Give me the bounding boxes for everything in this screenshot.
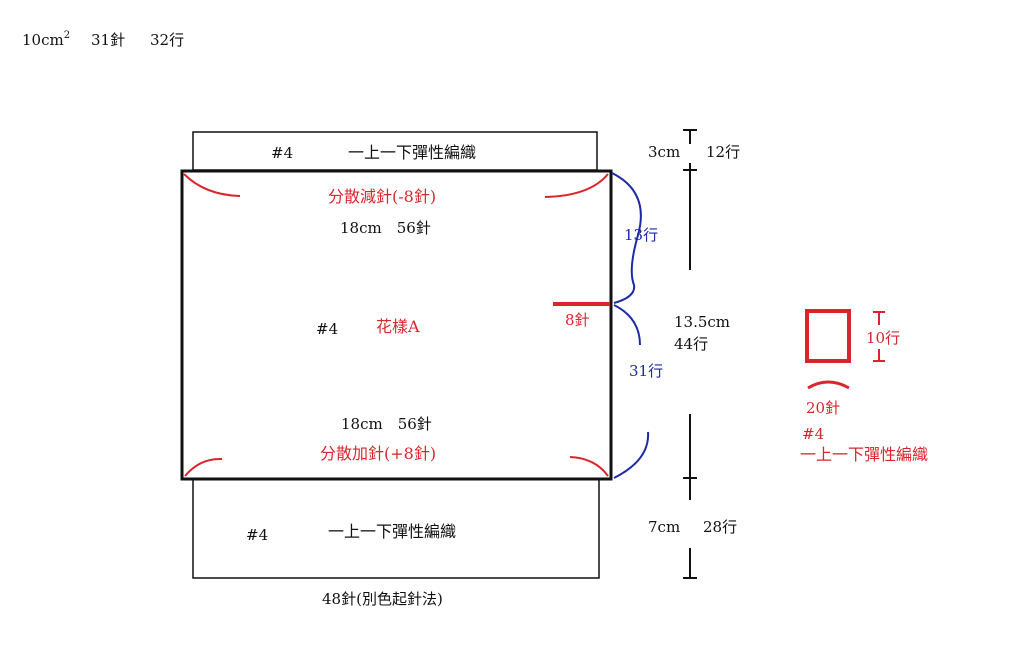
bottom-band-rib-label: 一上一下彈性編織 [328,522,457,541]
small-part-rib-label: 一上一下彈性編織 [800,445,929,464]
pattern-label: 花樣A [376,317,420,336]
top-band-cm: 3cm [648,143,681,161]
lower-rows-label: 31行 [629,362,664,380]
gauge-swatch: 10cm2 [22,30,71,49]
bottom-band-rows: 28行 [703,518,738,536]
gauge-stitches: 31針 [91,31,126,49]
cast-on-label: 48針(別色起針法) [322,590,443,608]
upper-side-bracket [611,172,642,304]
small-part-row-dimension [873,311,885,362]
lower-side-bracket [613,304,641,346]
top-width-label: 18cm 56針 [340,219,431,237]
top-band-needle: #4 [271,144,294,162]
top-right-decrease-curve [544,173,609,198]
small-part-stitches: 20針 [806,399,841,417]
bottom-side-bracket [613,431,650,479]
upper-rows-label: 13行 [624,226,659,244]
small-part-needle: #4 [802,425,825,443]
top-band-rows: 12行 [706,143,741,161]
body-cm: 13.5cm [674,313,731,331]
bottom-rib-band [192,478,600,579]
small-part-rows: 10行 [866,329,901,347]
side-marker-label: 8針 [565,311,590,329]
top-band-rib-label: 一上一下彈性編織 [348,143,477,162]
right-dimension-line [683,129,697,579]
increase-label: 分散加針(+8針) [320,444,437,463]
top-left-decrease-curve [183,173,241,197]
bottom-width-label: 18cm 56針 [341,415,432,433]
small-part-circular-arrow [807,380,850,390]
bottom-left-increase-curve [184,457,223,477]
body-needle: #4 [316,320,339,338]
decrease-label: 分散減針(-8針) [328,187,437,206]
bottom-right-increase-curve [569,456,609,477]
bottom-band-cm: 7cm [648,518,681,536]
body-rows: 44行 [674,335,709,353]
small-part-rect [805,309,851,363]
gauge-rows: 32行 [150,31,185,49]
bottom-band-needle: #4 [246,526,269,544]
